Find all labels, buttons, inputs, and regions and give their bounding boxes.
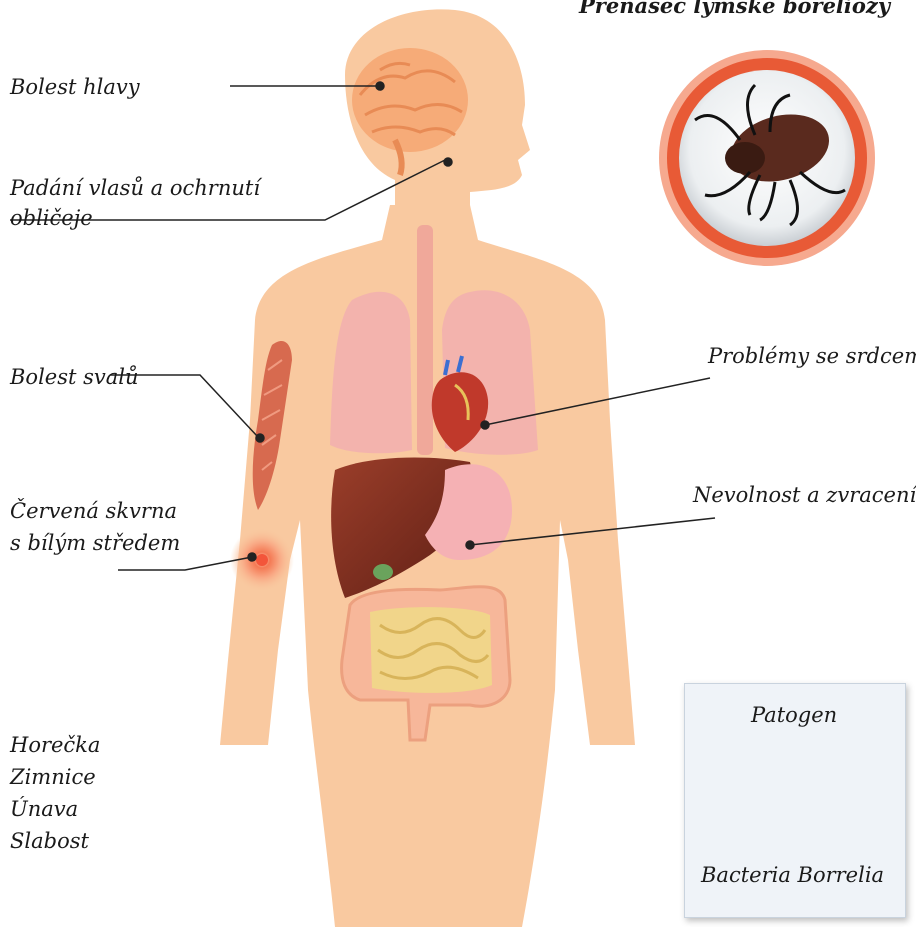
general-symptom: Horečka bbox=[10, 730, 100, 760]
general-symptom: Zimnice bbox=[10, 762, 96, 792]
label-hair-face-line1: Padání vlasů a ochrnutí bbox=[10, 173, 260, 203]
diagram-title: Přenašeč lymské boreliózy bbox=[579, 0, 890, 21]
pathogen-card: Patogen Bacteria Borrelia bbox=[684, 683, 906, 918]
general-symptom: Únava bbox=[10, 794, 78, 824]
label-hair-face-line2: obličeje bbox=[10, 203, 93, 233]
general-symptom: Slabost bbox=[10, 826, 89, 856]
label-muscle-pain: Bolest svalů bbox=[10, 362, 139, 392]
label-rash-line2: s bílým středem bbox=[10, 528, 180, 558]
pathogen-name: Bacteria Borrelia bbox=[701, 860, 884, 890]
label-headache: Bolest hlavy bbox=[10, 72, 140, 102]
label-heart-problems: Problémy se srdcem bbox=[708, 341, 916, 371]
gallbladder bbox=[373, 564, 393, 580]
label-rash-line1: Červená skvrna bbox=[10, 496, 177, 526]
pathogen-heading: Patogen bbox=[751, 700, 837, 730]
label-nausea: Nevolnost a zvracení bbox=[693, 480, 916, 510]
trachea bbox=[417, 225, 433, 455]
tick-badge bbox=[659, 50, 875, 266]
